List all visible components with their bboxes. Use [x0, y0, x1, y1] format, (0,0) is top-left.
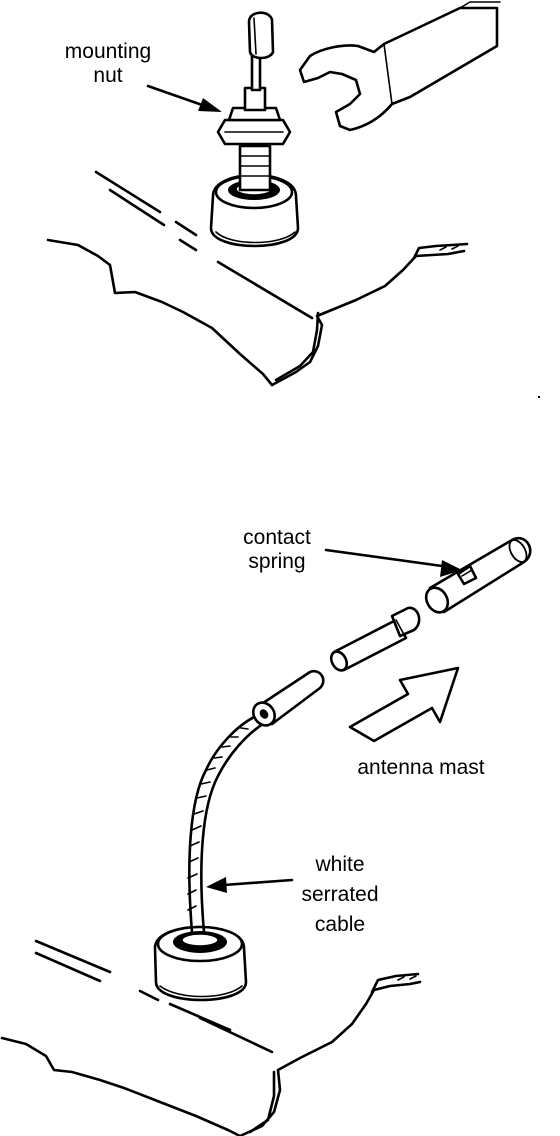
- cable-label-line-2: serrated: [301, 883, 379, 906]
- mounting-nut-leader-arrow: [146, 84, 222, 112]
- contact-spring-leader-arrow: [324, 548, 462, 577]
- vehicle-body-panel-top: [46, 170, 469, 387]
- vehicle-body-panel-bottom: [0, 939, 422, 1136]
- scan-dot: [538, 396, 540, 398]
- antenna-mast-label: antenna mast: [326, 756, 516, 780]
- contact-spring-label-line-2: spring: [248, 550, 306, 573]
- mounting-nut-label-line-1: mounting: [64, 40, 152, 63]
- wrench-illustration: [298, 1, 501, 132]
- mounting-nut-label-line-2: nut: [93, 64, 123, 87]
- antenna-base-mount-bottom: [153, 925, 248, 1002]
- white-serrated-cable: [187, 714, 268, 934]
- bottom-panel: [0, 536, 532, 1136]
- cable-label-line-3: cable: [314, 913, 366, 936]
- antenna-mast-outer-tube: [424, 536, 532, 614]
- mounting-nut-assembly: [216, 11, 292, 192]
- top-panel: [46, 1, 501, 387]
- cable-label-line-1: white: [315, 853, 365, 876]
- antenna-mast-label-text: antenna mast: [357, 756, 485, 779]
- contact-spring-label-line-1: contact: [243, 526, 311, 549]
- white-serrated-cable-label: white serrated cable: [280, 850, 400, 940]
- antenna-mast-middle-section: [329, 606, 421, 672]
- cable-end-fitting: [252, 669, 325, 727]
- mounting-nut-label: mounting nut: [48, 40, 168, 88]
- insert-direction-arrow: [348, 666, 460, 743]
- cable-leader-arrow: [206, 877, 294, 893]
- contact-spring-label: contact spring: [222, 526, 332, 574]
